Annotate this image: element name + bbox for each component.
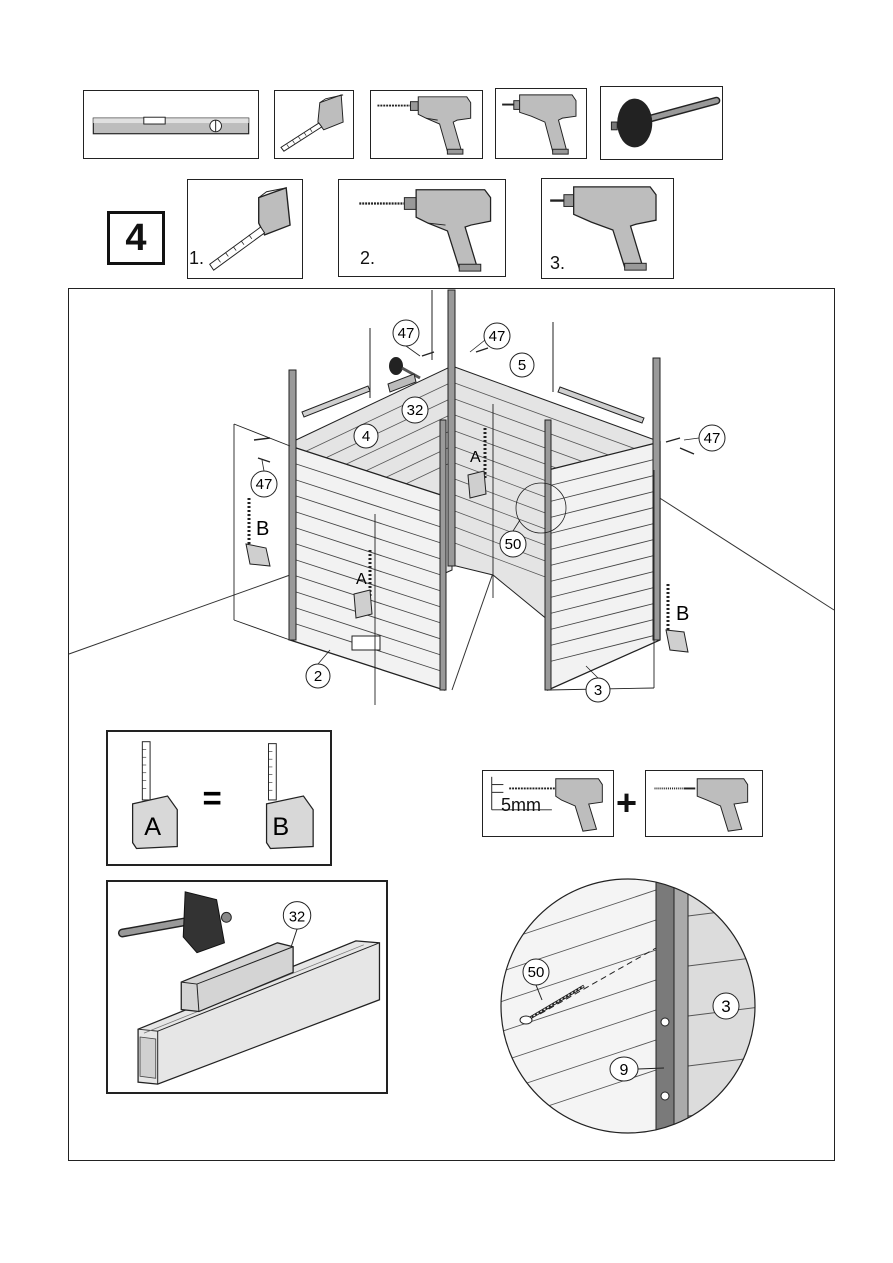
step-number-badge: 4 [107, 211, 165, 265]
substep-label: 3. [550, 253, 566, 273]
svg-text:47: 47 [704, 430, 721, 447]
svg-text:47: 47 [256, 476, 273, 493]
floor-lines [68, 494, 835, 691]
front-left-wall-2 [289, 445, 445, 691]
wall-plank [137, 940, 381, 1085]
mallet-on-top [387, 357, 421, 393]
tape-measure-icon [209, 186, 291, 271]
detail-screw-in [645, 770, 763, 837]
svg-text:2: 2 [314, 668, 322, 685]
substep-label: 2. [360, 248, 376, 268]
drill-with-bit-icon [377, 96, 472, 155]
front-right-wall-3 [547, 441, 661, 692]
tapping-block-32 [180, 942, 294, 1013]
tape-measure-b2 [665, 584, 689, 653]
letter-b: B [272, 813, 289, 841]
label-3: 3 [585, 677, 611, 703]
tool-tape-measure [274, 90, 354, 159]
spirit-level-icon [92, 116, 250, 135]
corner-posts [288, 289, 661, 691]
svg-text:4: 4 [362, 428, 370, 445]
substep-1-tape-measure: 1. [187, 179, 303, 279]
svg-text:47: 47 [489, 328, 506, 345]
detail-a-equals-b: A = B [106, 730, 332, 866]
label-47-right: 47 [698, 424, 726, 452]
tape-measure-a2 [467, 428, 487, 499]
label-9: 9 [620, 1062, 629, 1079]
svg-text:A: A [356, 571, 367, 588]
label-leaders [261, 339, 700, 679]
screwdriver-drill-icon [654, 778, 749, 832]
label-50: 50 [528, 964, 545, 981]
part-labels: 47 47 47 47 5 32 4 50 2 3 [250, 319, 726, 703]
svg-text:5: 5 [518, 357, 526, 374]
substep-3-screwdriver: 3. [541, 178, 674, 279]
rubber-mallet-icon [610, 96, 721, 148]
tape-measure-icon [131, 741, 178, 850]
label-32: 32 [289, 909, 305, 925]
label-3: 3 [721, 997, 730, 1016]
screws-47 [253, 347, 695, 463]
tool-spirit-level [83, 90, 259, 159]
screw-50 [519, 984, 585, 1025]
diagonal-dimension-lines [233, 404, 655, 705]
substep-label: 1. [189, 248, 205, 268]
svg-text:B: B [256, 518, 269, 540]
detail-predrill: 5mm [482, 770, 614, 837]
predrill-size-label: 5mm [501, 795, 541, 815]
label-5: 5 [509, 352, 535, 378]
tape-measure-icon [280, 94, 344, 152]
letter-a: A [144, 813, 161, 841]
label-32: 32 [401, 396, 429, 424]
tool-drill-bit [370, 90, 483, 159]
equals-sign: = [203, 780, 222, 817]
label-50: 50 [499, 530, 527, 558]
svg-text:32: 32 [407, 402, 424, 419]
main-illustration-frame [68, 288, 835, 1161]
label-4: 4 [353, 423, 379, 449]
rubber-mallet-icon [117, 891, 232, 954]
tape-measure-a1 [353, 550, 373, 619]
levels-on-walls [301, 385, 645, 424]
svg-text:50: 50 [505, 536, 522, 553]
plus-sign: + [616, 782, 638, 823]
screwdriver-drill-icon [550, 186, 657, 271]
tape-measure-icon [265, 743, 314, 850]
drill-with-bit-icon [359, 189, 492, 272]
loose-posts [369, 290, 554, 398]
screwdriver-drill-icon [502, 94, 577, 155]
svg-text:B: B [676, 603, 689, 625]
tool-mallet [600, 86, 723, 160]
label-47-top-left: 47 [392, 319, 420, 347]
substep-2-drill: 2. [338, 179, 506, 277]
tool-screwdriver [495, 88, 587, 159]
tape-measure-b1 [245, 498, 271, 567]
label-2: 2 [305, 663, 331, 689]
detail-callout-circle [515, 482, 567, 534]
detail-screw-closeup: 50 3 9 [500, 878, 756, 1134]
svg-text:3: 3 [594, 682, 602, 699]
drill-with-bit-icon [491, 776, 603, 832]
detail-mallet-block: 32 [106, 880, 388, 1094]
label-47-left: 47 [250, 470, 278, 498]
post-screw-heads [660, 1017, 670, 1101]
svg-text:47: 47 [398, 325, 415, 342]
label-47-top-right: 47 [483, 322, 511, 350]
svg-text:A: A [470, 449, 481, 466]
measure-letters: A A B B [256, 449, 689, 625]
